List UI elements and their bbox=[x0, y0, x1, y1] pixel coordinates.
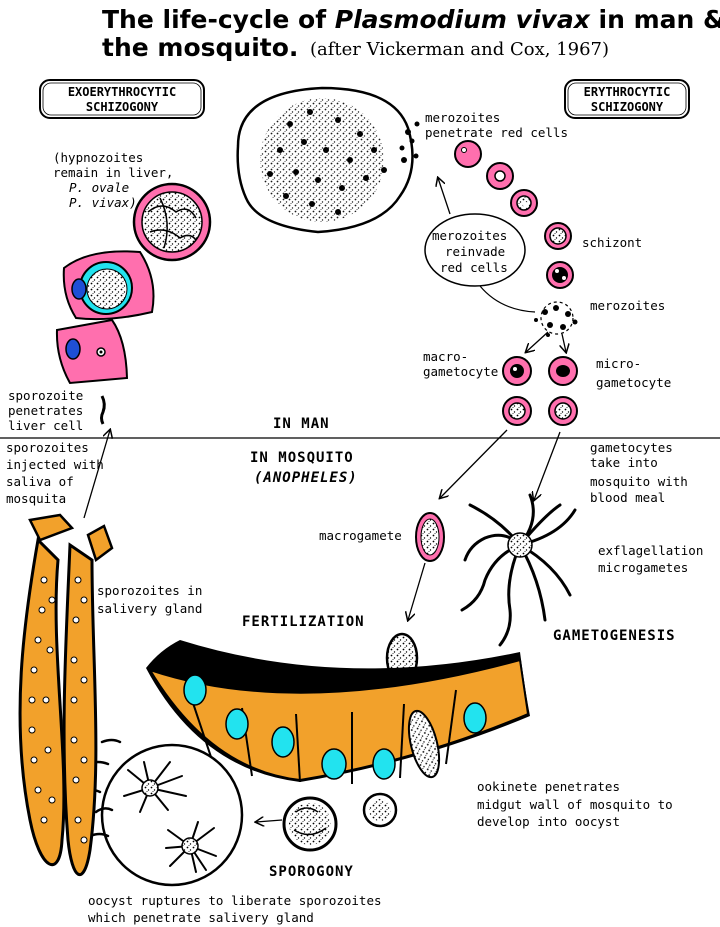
gametocytes-take-3: mosquito with bbox=[590, 474, 688, 489]
oocyst-ruptures-1: oocyst ruptures to liberate sporozoites bbox=[88, 893, 382, 908]
liver-schizont bbox=[132, 182, 212, 262]
to-mature-oocyst-arrow bbox=[256, 820, 283, 822]
erythrocytic-box: ERYTHROCYTIC SCHIZOGONY bbox=[564, 79, 690, 119]
schizont-label: schizont bbox=[582, 235, 642, 250]
injected-1: sporozoites bbox=[6, 440, 89, 455]
to-microgamete-arrow bbox=[534, 431, 561, 500]
svg-text:SCHIZOGONY: SCHIZOGONY bbox=[86, 100, 159, 114]
released-merozoites bbox=[534, 305, 578, 337]
svg-text:SCHIZOGONY: SCHIZOGONY bbox=[591, 100, 664, 114]
injected-2: injected with bbox=[6, 457, 104, 472]
micro-gametocyte-2: gametocyte bbox=[596, 375, 671, 390]
sporozoite-shape bbox=[100, 395, 106, 425]
red-cell-invaded bbox=[454, 140, 482, 168]
red-cell-schizont bbox=[546, 261, 574, 289]
to-microgametocyte-arrow bbox=[562, 333, 566, 352]
macrogametocyte-cell-2 bbox=[502, 396, 532, 426]
injected-4: mosquita bbox=[6, 491, 66, 506]
liver-cell-developing-schizont bbox=[62, 250, 155, 321]
salivary-gland bbox=[18, 513, 114, 876]
reinvade-arrow bbox=[438, 178, 451, 215]
macrogamete bbox=[415, 512, 445, 562]
exflag-2: microgametes bbox=[598, 560, 688, 575]
ookinete-pen-2: midgut wall of mosquito to bbox=[477, 797, 673, 812]
fertilization-label: FERTILIZATION bbox=[242, 614, 365, 630]
merozoites-penetrate-2: penetrate red cells bbox=[425, 125, 568, 140]
exflag-1: exflagellation bbox=[598, 543, 703, 558]
oocyst-ruptures-2: which penetrate salivery gland bbox=[88, 910, 314, 925]
merozoite-cluster-outline bbox=[540, 301, 574, 335]
gametogenesis-label: GAMETOGENESIS bbox=[553, 628, 676, 644]
hypnozoite-note-3: P. ovale bbox=[69, 180, 129, 195]
mature-oocyst bbox=[100, 743, 244, 887]
merozoites-label: merozoites bbox=[590, 298, 665, 313]
micro-gametocyte-1: micro- bbox=[596, 356, 641, 371]
macro-gametocyte-1: macro- bbox=[423, 349, 468, 364]
microgametocyte-cell-2 bbox=[548, 396, 578, 426]
microgametocyte-cell bbox=[548, 356, 578, 386]
ookinete-pen-3: develop into oocyst bbox=[477, 814, 620, 829]
gametocytes-take-1: gametocytes bbox=[590, 440, 673, 455]
hypnozoite-note-4: P. vivax) bbox=[69, 195, 137, 210]
injected-3: saliva of bbox=[6, 474, 74, 489]
sporozoite-liver-2: penetrates bbox=[8, 403, 83, 418]
to-macrogamete-arrow bbox=[440, 429, 508, 498]
svg-text:EXOERYTHROCYTIC: EXOERYTHROCYTIC bbox=[68, 85, 176, 99]
gametocytes-take-4: blood meal bbox=[590, 490, 665, 505]
to-zygote-arrow bbox=[408, 562, 426, 620]
free-merozoites bbox=[399, 121, 420, 163]
hypnozoite-note-1: (hypnozoites bbox=[53, 150, 143, 165]
exoerythrocytic-box: EXOERYTHROCYTIC SCHIZOGONY bbox=[39, 79, 205, 119]
hypnozoite-note-2: remain in liver, bbox=[53, 165, 173, 180]
merozoites-penetrate-1: merozoites bbox=[425, 110, 500, 125]
salivary-1: sporozoites in bbox=[97, 583, 202, 598]
macro-gametocyte-2: gametocyte bbox=[423, 364, 498, 379]
salivary-2: salivery gland bbox=[97, 601, 202, 616]
page-title-line2: the mosquito. bbox=[102, 33, 298, 62]
reinvade-return-line bbox=[479, 285, 536, 313]
gametocytes-take-2: take into bbox=[590, 455, 658, 470]
sporogony-label: SPOROGONY bbox=[269, 864, 354, 880]
anopheles-label: (ANOPHELES) bbox=[254, 470, 358, 486]
red-cell-schizont-early bbox=[544, 222, 572, 250]
sporozoite-liver-3: liver cell bbox=[8, 418, 83, 433]
red-cell-ring bbox=[486, 162, 514, 190]
midgut-wall bbox=[146, 640, 530, 784]
microgametocyte-body bbox=[507, 532, 533, 558]
reinvade-2: reinvade bbox=[445, 244, 505, 259]
exflagellating-microgametocyte bbox=[460, 493, 577, 647]
svg-text:ERYTHROCYTIC: ERYTHROCYTIC bbox=[584, 85, 671, 99]
sporozoite-liver-1: sporozoite bbox=[8, 388, 83, 403]
to-macrogametocyte-arrow bbox=[526, 331, 549, 352]
reinvade-1: merozoites bbox=[432, 228, 507, 243]
macrogamete-label: macrogamete bbox=[319, 528, 402, 543]
reinvade-bubble bbox=[424, 213, 526, 287]
in-man-label: IN MAN bbox=[273, 416, 330, 432]
red-cell-trophozoite bbox=[510, 189, 538, 217]
oocyst-large bbox=[282, 796, 338, 852]
oocyst-small bbox=[362, 792, 398, 828]
in-mosquito-label: IN MOSQUITO bbox=[250, 450, 354, 466]
ookinete-pen-1: ookinete penetrates bbox=[477, 779, 620, 794]
liver-cell-infected bbox=[55, 318, 129, 385]
page-title: The life-cycle of Plasmodium vivax in ma… bbox=[102, 5, 720, 34]
macrogametocyte-cell bbox=[502, 356, 532, 386]
ruptured-liver-schizont bbox=[236, 86, 414, 234]
reinvade-3: red cells bbox=[440, 260, 508, 275]
to-liver-arrow bbox=[83, 430, 110, 519]
page-credit: (after Vickerman and Cox, 1967) bbox=[310, 39, 609, 60]
